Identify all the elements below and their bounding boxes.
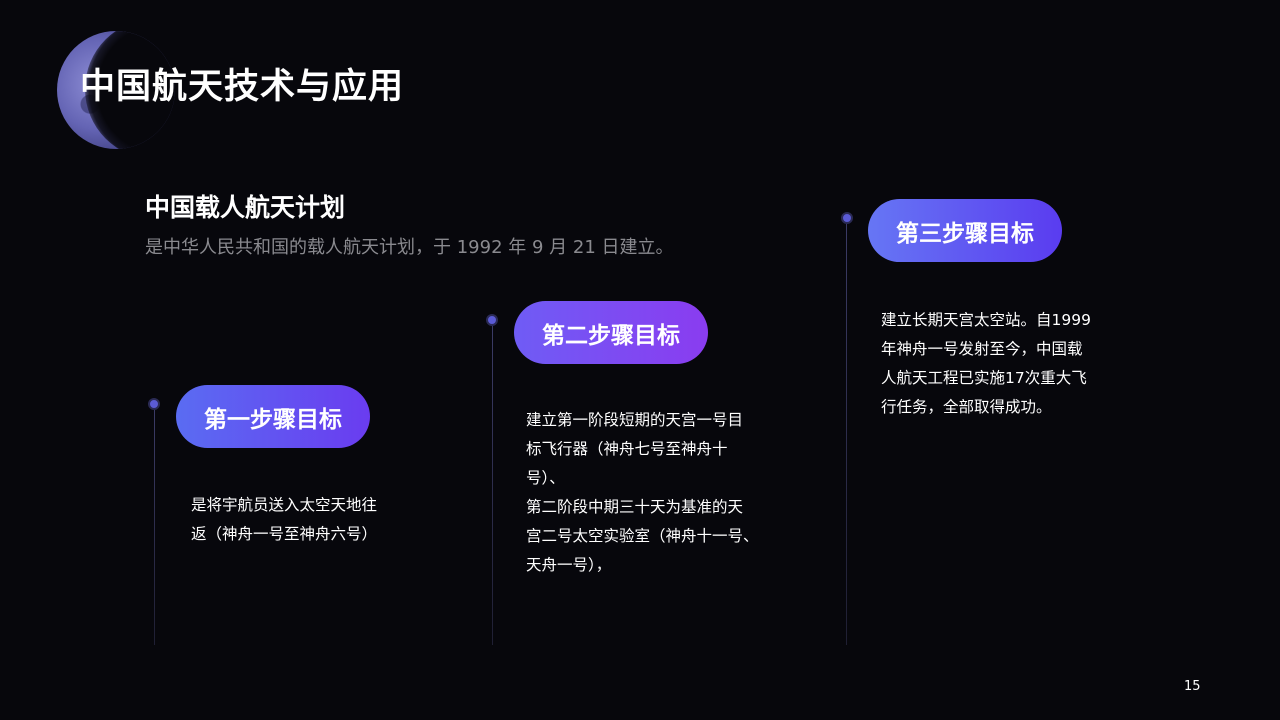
step-2-description: 建立第一阶段短期的天宫一号目 标飞行器（神舟七号至神舟十 号）、 第二阶段中期三… (526, 406, 759, 580)
step-3-line: 人航天工程已实施17次重大飞 (881, 369, 1087, 387)
step-2-button[interactable]: 第二步骤目标 (514, 301, 708, 364)
step-3-description: 建立长期天宫太空站。自1999 年神舟一号发射至今，中国载 人航天工程已实施17… (881, 306, 1091, 422)
page-title: 中国航天技术与应用 (80, 67, 405, 107)
step-2-line: 号）、 (526, 469, 565, 487)
step-3-line: 年神舟一号发射至今，中国载 (881, 340, 1083, 358)
step-3-line: 建立长期天宫太空站。自1999 (881, 311, 1091, 329)
timeline-dot-step-1 (148, 398, 160, 410)
step-1-line: 是将宇航员送入太空天地往 (191, 496, 378, 514)
step-2-line: 第二阶段中期三十天为基准的天 (526, 498, 744, 516)
timeline-line-step-2 (492, 326, 493, 645)
step-1-description: 是将宇航员送入太空天地往 返（神舟一号至神舟六号） (191, 491, 377, 549)
step-2-line: 宫二号太空实验室（神舟十一号、 (526, 527, 759, 545)
step-2-line: 建立第一阶段短期的天宫一号目 (526, 411, 744, 429)
step-3-line: 行任务，全部取得成功。 (881, 398, 1052, 416)
page-number: 15 (1184, 679, 1201, 694)
timeline-line-step-3 (846, 224, 847, 645)
moon-image (57, 31, 175, 149)
timeline-dot-step-3 (841, 212, 853, 224)
step-1-button[interactable]: 第一步骤目标 (176, 385, 370, 448)
section-title: 中国载人航天计划 (145, 193, 346, 222)
step-1-line: 返（神舟一号至神舟六号） (191, 525, 378, 543)
timeline-dot-step-2 (486, 314, 498, 326)
section-subtitle: 是中华人民共和国的载人航天计划，于 1992 年 9 月 21 日建立。 (145, 237, 674, 258)
timeline-line-step-1 (154, 410, 155, 645)
step-2-line: 天舟一号）， (526, 556, 612, 574)
step-2-line: 标飞行器（神舟七号至神舟十 (526, 440, 728, 458)
moon-shadow (85, 31, 175, 149)
step-3-button[interactable]: 第三步骤目标 (868, 199, 1062, 262)
